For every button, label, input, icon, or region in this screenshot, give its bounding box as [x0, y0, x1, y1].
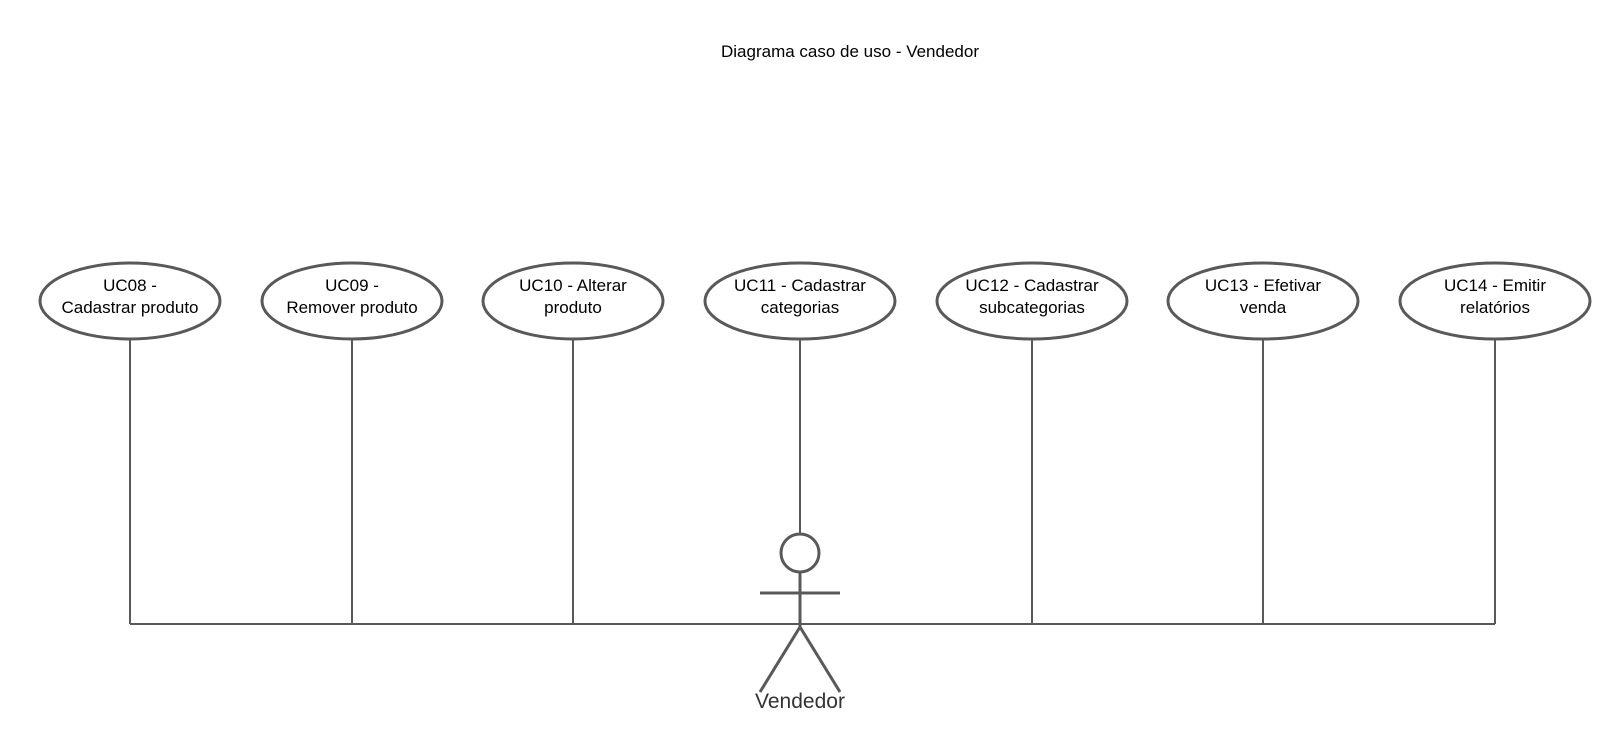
- association-lines: [129, 339, 1496, 625]
- use-case-label-uc09: UC09 - Remover produto: [286, 276, 418, 317]
- use-case-ellipse-uc13[interactable]: [1166, 261, 1360, 341]
- use-case-label-uc11: UC11 - Cadastrar categorias: [734, 276, 866, 317]
- use-case-ellipses: [38, 261, 1592, 341]
- use-case-ellipse-uc12[interactable]: [935, 261, 1129, 341]
- use-case-label-uc12: UC12 - Cadastrar subcategorias: [965, 276, 1099, 317]
- use-case-label-uc08: UC08 - Cadastrar produto: [61, 276, 199, 317]
- actor-right-leg: [798, 626, 842, 693]
- actor-head: [779, 532, 821, 574]
- actor-figure: [758, 532, 842, 693]
- use-case-ellipse-uc11[interactable]: [703, 261, 897, 341]
- use-case-ellipse-uc14[interactable]: [1398, 261, 1592, 341]
- use-case-ellipse-uc08[interactable]: [38, 261, 222, 341]
- use-case-label-uc14: UC14 - Emitir relatórios: [1443, 276, 1546, 317]
- use-case-label-uc13: UC13 - Efetivar venda: [1204, 276, 1322, 317]
- use-case-ellipse-uc09[interactable]: [260, 261, 444, 341]
- use-case-ellipse-uc10[interactable]: [481, 261, 665, 341]
- actor-label: Vendedor: [755, 690, 845, 713]
- actor-left-leg: [758, 626, 802, 693]
- use-case-label-uc10: UC10 - Alterar produto: [519, 276, 627, 317]
- diagram-title: Diagrama caso de uso - Vendedor: [721, 42, 979, 61]
